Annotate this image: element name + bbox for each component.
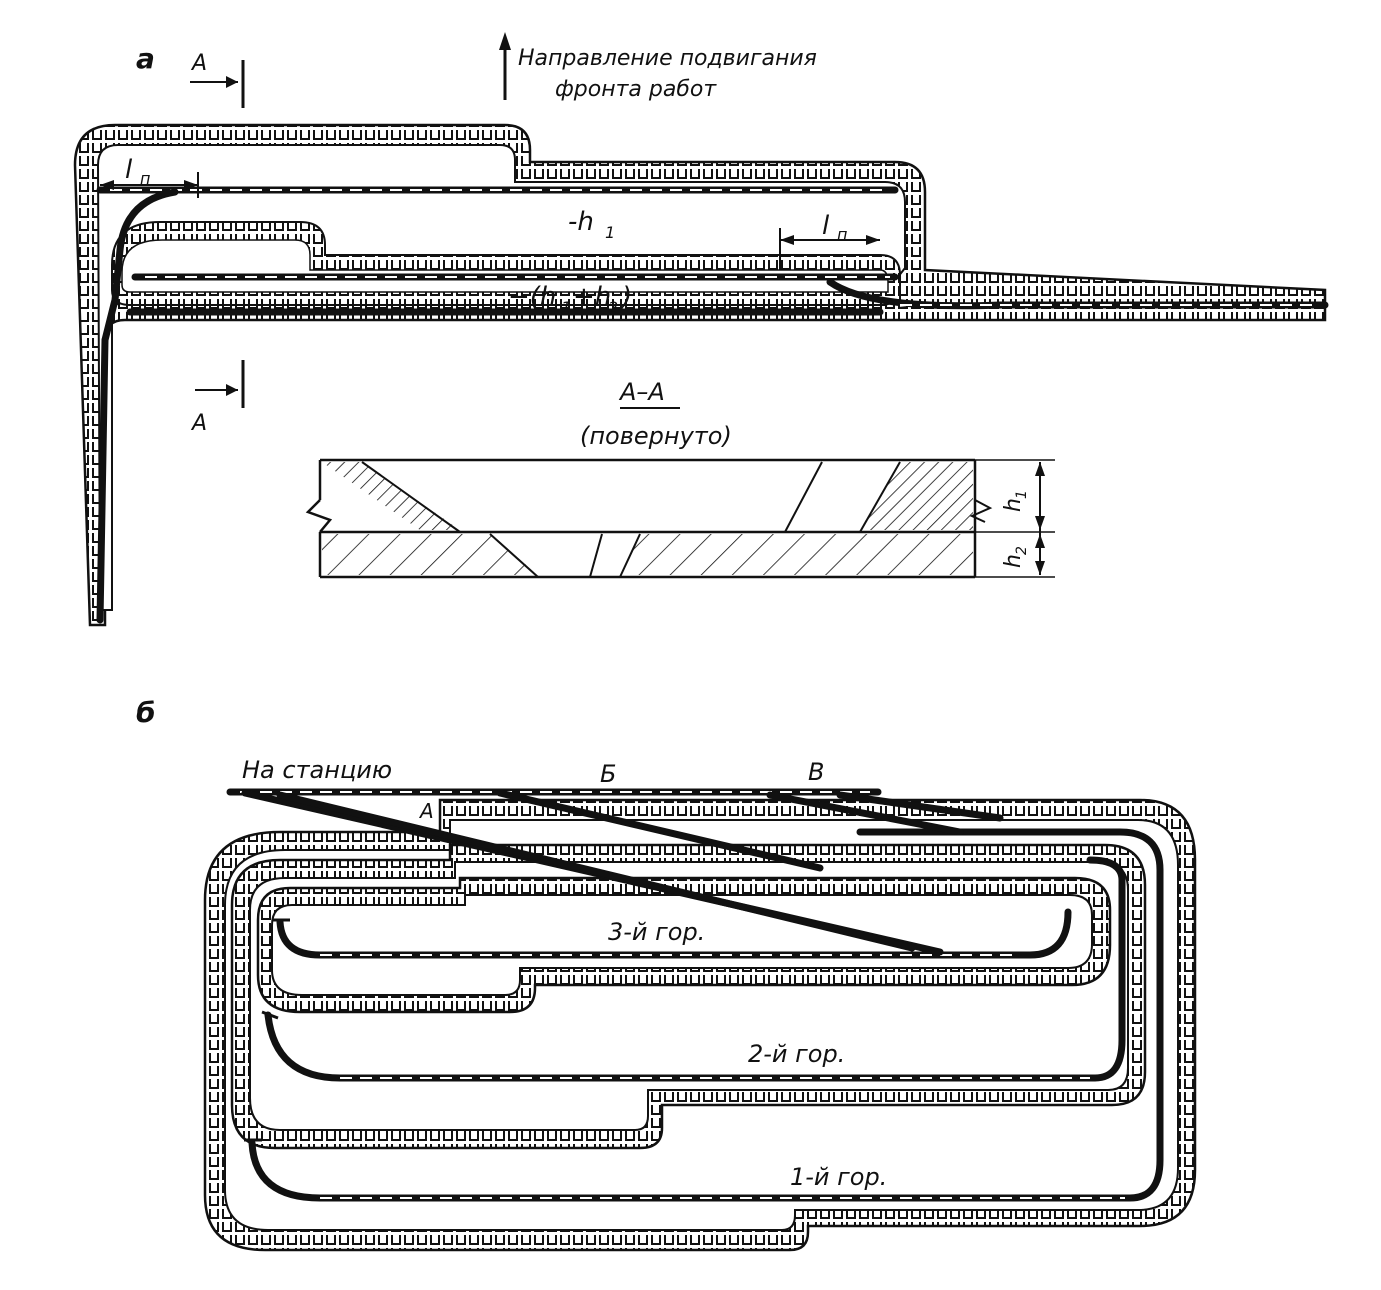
h1-sub: 1 bbox=[1014, 490, 1030, 499]
track-level3 bbox=[276, 908, 1072, 959]
level3-void bbox=[271, 894, 1093, 996]
svg-text:2: 2 bbox=[608, 298, 618, 317]
point-v-label: В bbox=[808, 758, 824, 786]
h1-label: h bbox=[1001, 498, 1026, 512]
direction-arrow: Направление подвигания фронта работ bbox=[499, 32, 817, 102]
direction-text-line2: фронта работ bbox=[555, 77, 717, 102]
incline-a2 bbox=[276, 791, 916, 952]
svg-text:−(h: −(h bbox=[508, 282, 556, 312]
point-a-label: А bbox=[418, 799, 434, 823]
level-h1h2-label: −(h 1 +h 2 ) bbox=[508, 282, 632, 317]
ln-dimension-lower: l п bbox=[779, 211, 880, 270]
incline-v2 bbox=[836, 791, 1004, 822]
track-curve-upper bbox=[101, 188, 179, 344]
direction-text-line1: Направление подвигания bbox=[518, 46, 817, 71]
panel-a: а А Направление подвигания фронта работ bbox=[73, 32, 1329, 627]
section-subtitle: (повернуто) bbox=[580, 422, 732, 450]
incline-v bbox=[766, 791, 964, 836]
track-vertical bbox=[96, 336, 109, 624]
level2-label: 2-й гор. bbox=[748, 1040, 845, 1068]
section-marker-top: А bbox=[190, 51, 245, 108]
level3-label: 3-й гор. bbox=[608, 918, 705, 946]
level-h1-label: -h bbox=[568, 207, 594, 237]
upper-slope-right bbox=[860, 462, 973, 530]
panel-b: б На станцию А Б В 3-й гор. 2- bbox=[136, 696, 1197, 1252]
ln-lower-label: l bbox=[822, 211, 830, 241]
svg-text:): ) bbox=[620, 282, 632, 312]
lower-layer-left bbox=[322, 534, 538, 575]
section-title: А–А bbox=[618, 378, 665, 406]
section-aa: А–А (повернуто) bbox=[305, 378, 1055, 579]
section-marker-bottom-label: А bbox=[190, 411, 207, 436]
panel-b-label: б bbox=[136, 696, 156, 729]
point-b-label: Б bbox=[600, 760, 616, 788]
h2-sub: 2 bbox=[1014, 546, 1030, 555]
ln-dimension-upper: l п bbox=[100, 155, 199, 198]
h2-label: h bbox=[1001, 554, 1026, 568]
incline-b bbox=[496, 789, 824, 872]
ln-lower-sub: п bbox=[837, 225, 847, 244]
section-marker-bottom: А bbox=[190, 360, 245, 436]
level1-label: 1-й гор. bbox=[790, 1163, 887, 1191]
to-station-label: На станцию bbox=[242, 756, 392, 784]
track-level2 bbox=[264, 856, 1126, 1082]
section-marker-top-label: А bbox=[190, 51, 207, 76]
track-level1 bbox=[248, 828, 1164, 1202]
lower-layer-right bbox=[620, 534, 973, 575]
svg-text:+h: +h bbox=[573, 282, 611, 312]
upper-slope-left bbox=[322, 462, 460, 530]
level-h1-sub: 1 bbox=[605, 223, 615, 242]
ln-upper-sub: п bbox=[140, 169, 150, 188]
stop-level2-left bbox=[261, 1010, 279, 1020]
ln-upper-label: l bbox=[125, 155, 133, 185]
arrow-up-icon bbox=[499, 32, 511, 50]
panel-a-label: а bbox=[136, 42, 155, 75]
svg-text:1: 1 bbox=[561, 298, 571, 317]
